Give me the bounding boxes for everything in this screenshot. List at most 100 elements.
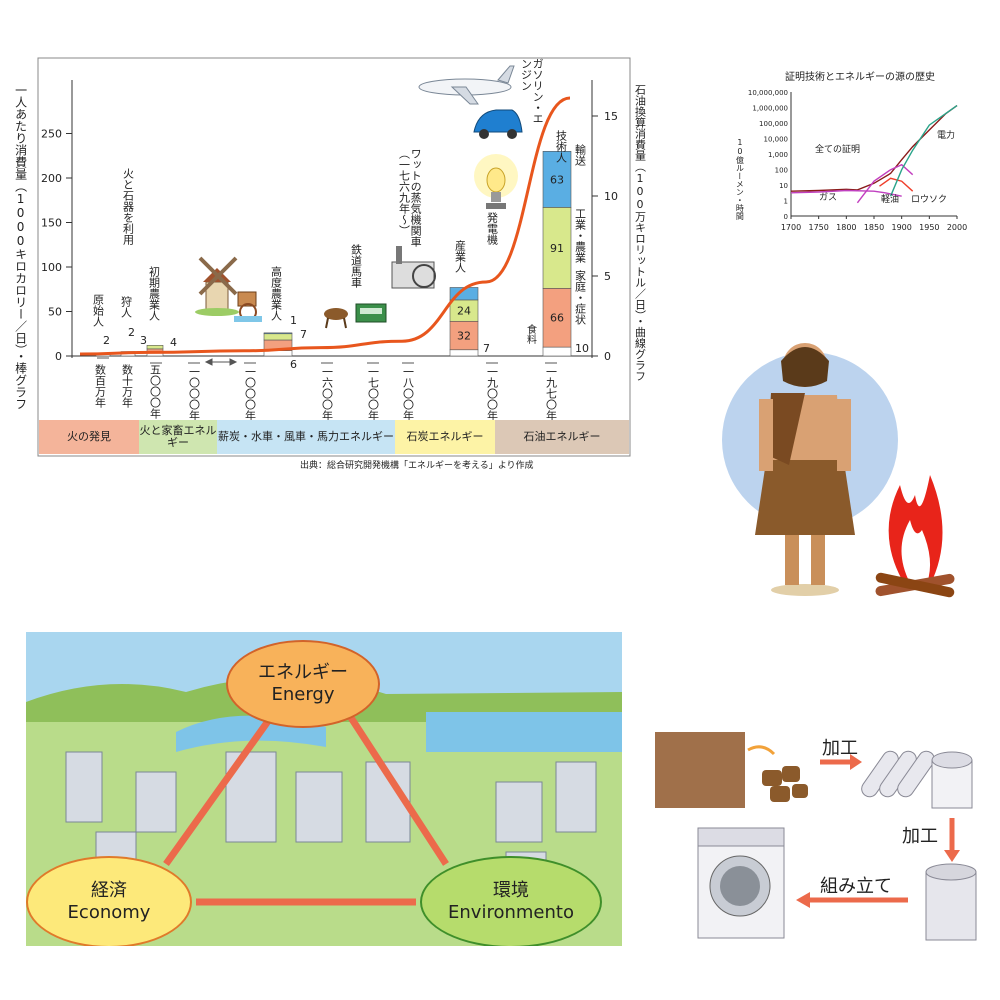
time-label: 一〇〇〇年 bbox=[243, 366, 257, 421]
time-label: 五〇〇〇年 bbox=[148, 364, 162, 419]
annotation: ワットの蒸気機関車（一七六九年～） bbox=[397, 148, 423, 247]
side-series-line bbox=[790, 189, 902, 197]
era-band: 火の発見 bbox=[39, 420, 139, 454]
value-label: 3 bbox=[140, 334, 147, 347]
time-label: 一九〇〇年 bbox=[485, 366, 499, 421]
manufacturing-process bbox=[655, 732, 977, 941]
environment-jp-label: 環境 bbox=[493, 880, 529, 902]
bar-value-label: 91 bbox=[550, 242, 564, 255]
bar-segment bbox=[146, 345, 164, 350]
time-label: 一〇〇〇年 bbox=[187, 366, 201, 421]
side-y-tick-label: 10,000 bbox=[764, 136, 789, 144]
value-label: 1 bbox=[290, 314, 297, 327]
time-label: 一七〇〇年 bbox=[366, 366, 380, 421]
bar-segment bbox=[449, 349, 479, 357]
chart-frame bbox=[37, 57, 631, 457]
caveman-figure bbox=[755, 343, 855, 596]
side-label: ロウソク bbox=[911, 195, 948, 205]
economy-bubble: 経済 Economy bbox=[26, 856, 192, 946]
side-label: 軽油 bbox=[881, 195, 900, 205]
bar-value-label: 32 bbox=[457, 330, 471, 343]
side-label: ガス bbox=[819, 193, 838, 203]
caveman-illustration bbox=[722, 343, 955, 598]
right-tick-label: 5 bbox=[604, 270, 611, 283]
side-y-tick-label: 100,000 bbox=[759, 120, 788, 128]
era-band: 薪炭・水車・風車・馬力エネルギー bbox=[217, 420, 395, 454]
metal-roll-icon bbox=[931, 751, 973, 809]
time-label: 一八〇〇年 bbox=[401, 366, 415, 421]
steam-engine-icon bbox=[391, 246, 436, 289]
bar-segment bbox=[542, 151, 572, 208]
right-axis-title: 石油換算消費量（100万キロリットル／日）・曲線グラフ bbox=[633, 84, 647, 382]
range-arrow-right bbox=[229, 358, 238, 366]
economy-en-label: Economy bbox=[67, 902, 151, 923]
era-band: 石油エネルギー bbox=[495, 420, 629, 454]
left-axis-title: 一人あたり消費量（1000キロカロリー／日）・棒グラフ bbox=[13, 84, 28, 410]
oil-consumption-curve bbox=[79, 96, 571, 356]
bar-value-label: 66 bbox=[550, 312, 564, 325]
stage-label: 高度農業人 bbox=[269, 266, 283, 321]
horse-tram-icon bbox=[324, 303, 387, 329]
side-y-tick-label: 1 bbox=[784, 198, 788, 206]
airplane-icon bbox=[418, 65, 515, 105]
side-x-tick-label: 2000 bbox=[947, 223, 967, 232]
arrow-icon bbox=[747, 745, 776, 756]
right-tick-label: 15 bbox=[604, 110, 618, 123]
annotation: 火と石器を利用 bbox=[121, 168, 135, 245]
bar-segment bbox=[542, 288, 572, 348]
range-arrow-left bbox=[204, 358, 213, 366]
side-x-tick-label: 1900 bbox=[891, 223, 911, 232]
side-chart-title: 証明技術とエネルギーの源の歴史 bbox=[785, 72, 935, 83]
side-y-tick-label: 1,000 bbox=[768, 151, 788, 159]
energy-en-label: Energy bbox=[271, 684, 335, 705]
bar-segment bbox=[263, 333, 293, 341]
left-tick-label: 0 bbox=[55, 350, 62, 363]
process-arrow-3 bbox=[796, 892, 908, 908]
value-label: 7 bbox=[300, 328, 307, 341]
metal-rods-icon bbox=[861, 750, 935, 798]
annotation: 発電機 bbox=[485, 212, 499, 245]
environment-bubble: 環境 Environmento bbox=[420, 856, 602, 946]
side-series-line bbox=[790, 105, 958, 192]
process-step-label: 加工 bbox=[902, 826, 938, 847]
bar-value-label: 24 bbox=[457, 305, 471, 318]
annotation: 工業・農業 bbox=[573, 208, 587, 263]
side-y-tick-label: 1,000,000 bbox=[752, 105, 788, 113]
left-tick-label: 150 bbox=[41, 217, 62, 230]
value-label: 2 bbox=[128, 326, 135, 339]
value-label: 7 bbox=[483, 342, 490, 355]
annotation: ガソリン・エンジン bbox=[519, 58, 545, 124]
city-energy-panel: エネルギー Energy 経済 Economy 環境 Environmento bbox=[26, 632, 622, 946]
light-bulb-icon bbox=[474, 154, 518, 209]
energy-jp-label: エネルギー bbox=[258, 662, 348, 684]
annotation: 家庭・症状 bbox=[573, 270, 587, 325]
left-tick-label: 100 bbox=[41, 261, 62, 274]
bar-segment bbox=[263, 332, 293, 335]
side-series-line bbox=[856, 163, 914, 204]
value-label: 10 bbox=[575, 342, 589, 355]
stage-label: 産業人 bbox=[453, 240, 467, 273]
side-series-line bbox=[889, 105, 958, 197]
era-band: 石炭エネルギー bbox=[395, 420, 495, 454]
time-label: 数十万年 bbox=[120, 364, 134, 408]
ore-rock-icon bbox=[655, 732, 745, 808]
process-arrow-2 bbox=[944, 818, 960, 862]
side-x-tick-label: 1850 bbox=[864, 223, 884, 232]
bar-value-label: 63 bbox=[550, 173, 564, 186]
side-y-tick-label: 100 bbox=[775, 167, 788, 175]
annotation: 鉄道馬車 bbox=[349, 244, 363, 288]
annotation: 食料 bbox=[524, 324, 536, 344]
car-icon bbox=[473, 109, 523, 139]
era-band: 火と家畜エネルギー bbox=[139, 420, 217, 454]
ore-pieces-icon bbox=[762, 766, 808, 802]
source-note: 出典：総合研究開発機構「エネルギーを考える」より作成 bbox=[300, 461, 534, 471]
time-label: 数百万年 bbox=[93, 364, 107, 408]
process-step-label: 組み立て bbox=[820, 876, 892, 897]
bar-segment bbox=[542, 207, 572, 289]
watermill-icon bbox=[234, 291, 262, 322]
side-x-tick-label: 1700 bbox=[781, 223, 801, 232]
